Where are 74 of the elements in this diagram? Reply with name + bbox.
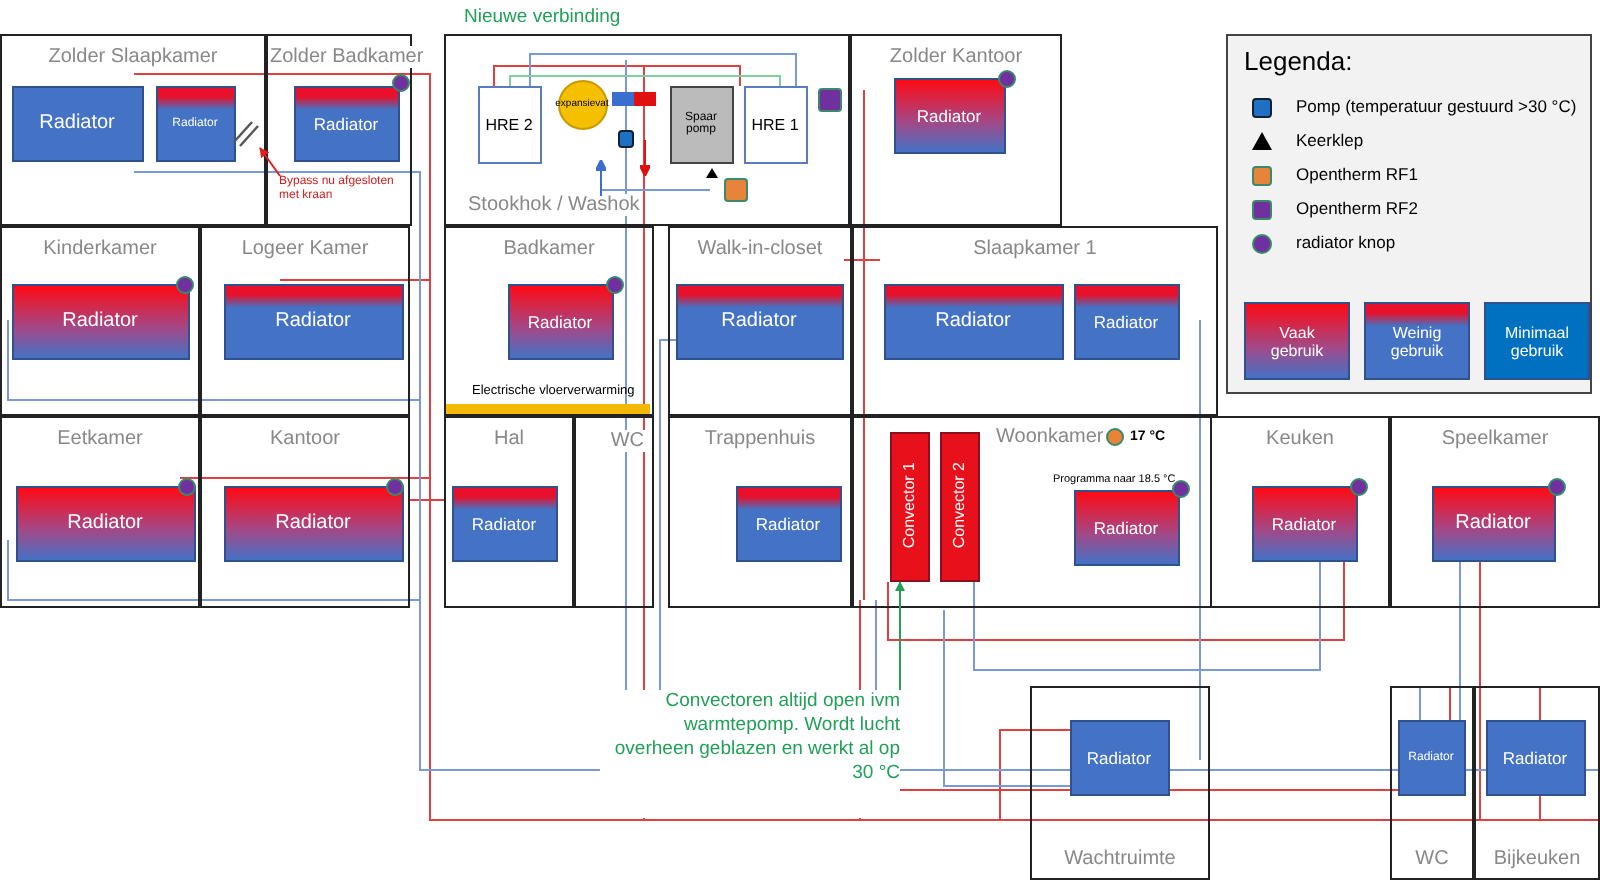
radiator: Radiator	[223, 283, 403, 359]
room-label: Wachtruimte	[1062, 848, 1178, 870]
room-outline	[850, 34, 1062, 226]
room-label: Logeer Kamer	[239, 238, 371, 260]
room-outline	[0, 34, 266, 226]
heading-text: Nieuwe verbinding	[464, 6, 621, 28]
room-outline	[668, 416, 852, 608]
convector: Convector 2	[939, 431, 979, 581]
note-text: Convectoren altijd open ivm warmtepomp. Wordt lucht overheen geblazen en werkt al op 30 °C	[600, 690, 900, 818]
boiler-box: HRE 2	[477, 85, 541, 163]
radiator: Radiator	[223, 485, 403, 561]
room-outline	[574, 416, 654, 608]
radiator: Radiator	[11, 283, 189, 359]
legend-text: Pomp (temperatuur gestuurd >30 °C)	[1296, 96, 1577, 116]
room-outline	[1210, 416, 1390, 608]
legend-text: Opentherm RF1	[1296, 164, 1418, 184]
room-label: Kinderkamer	[41, 238, 159, 260]
room-outline	[1474, 686, 1600, 880]
radiator: Radiator	[883, 283, 1063, 359]
room-outline	[444, 416, 574, 608]
room-label: Zolder Slaapkamer	[46, 46, 220, 68]
radiator: Radiator	[1431, 485, 1555, 561]
room-label: Walk-in-closet	[695, 238, 825, 260]
radiator: Radiator	[1073, 489, 1179, 565]
radiator: Radiator	[507, 283, 613, 359]
radiator: Radiator	[451, 485, 557, 561]
radiator: Radiator	[1069, 719, 1169, 795]
room-label: Bijkeuken	[1491, 848, 1583, 870]
radiator: Radiator	[1251, 485, 1357, 561]
boiler-box: HRE 1	[743, 85, 807, 163]
room-outline	[1390, 686, 1474, 880]
legend-text: Vaak gebruik	[1268, 323, 1326, 359]
radiator: Radiator	[893, 77, 1005, 153]
room-label: Woonkamer	[994, 426, 1106, 448]
room-label: Zolder Badkamer	[268, 46, 426, 68]
radiator: Radiator	[1485, 719, 1585, 795]
legend-text: Keerklep	[1296, 130, 1364, 150]
room-label: Slaapkamer 1	[971, 238, 1099, 260]
room-label: Eetkamer	[55, 428, 145, 450]
room-label: Zolder Kantoor	[887, 46, 1025, 68]
room-outline	[0, 226, 200, 416]
room-outline	[852, 226, 1218, 416]
room-outline	[200, 226, 410, 416]
leader-arrow	[259, 147, 281, 177]
legend-text: radiator knop	[1296, 232, 1396, 252]
radiator: Radiator	[1073, 283, 1179, 359]
room-label: WC	[608, 430, 646, 452]
room-outline	[444, 226, 654, 416]
radiator: Radiator	[15, 485, 195, 561]
room-outline	[444, 34, 850, 226]
room-label: Stookhok / Washok	[466, 194, 642, 216]
room-label: Keuken	[1264, 428, 1336, 450]
room-outline	[852, 416, 1212, 608]
radiator: Radiator	[11, 85, 143, 161]
room-label: Speelkamer	[1439, 428, 1551, 450]
legend-text: Weinig gebruik	[1388, 323, 1446, 359]
room-outline	[1390, 416, 1600, 608]
room-outline	[668, 226, 852, 416]
legend-text: Minimaal gebruik	[1502, 323, 1571, 359]
convector: Convector 1	[889, 431, 929, 581]
legend-text: Opentherm RF2	[1296, 198, 1418, 218]
legend-title: Legenda:	[1244, 46, 1353, 76]
room-label: Hal	[491, 428, 526, 450]
room-label: WC	[1413, 848, 1451, 870]
room-outline	[0, 416, 200, 608]
radiator: Radiator	[735, 485, 841, 561]
leader-arrow	[895, 581, 905, 691]
room-label: Kantoor	[267, 428, 343, 450]
radiator: Radiator	[293, 85, 399, 161]
room-outline	[200, 416, 410, 608]
room-outline	[1030, 686, 1210, 880]
room-label: Badkamer	[501, 238, 597, 260]
room-label: Trappenhuis	[702, 428, 818, 450]
radiator: Radiator	[675, 283, 843, 359]
